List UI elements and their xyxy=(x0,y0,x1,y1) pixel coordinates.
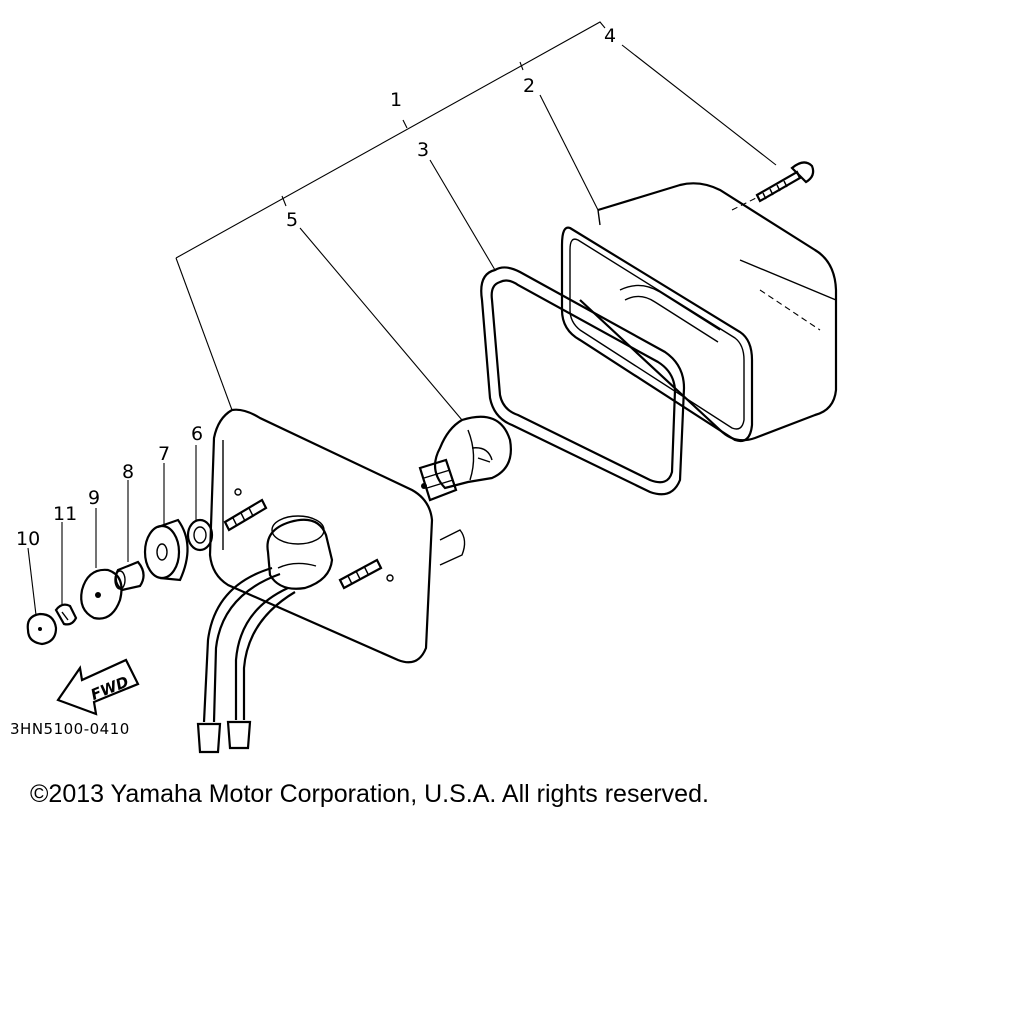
ring-part-6 xyxy=(186,518,214,552)
collar-part-8 xyxy=(114,560,145,592)
cap-nut-part-10 xyxy=(26,612,58,646)
fwd-label: FWD xyxy=(88,673,131,704)
callout-3: 3 xyxy=(417,139,429,161)
callout-6: 6 xyxy=(191,423,203,445)
part-code: 3HN5100-0410 xyxy=(10,720,130,738)
callout-1: 1 xyxy=(390,89,402,111)
grommet-part-7 xyxy=(143,518,189,582)
screw-part-4 xyxy=(731,161,815,211)
callout-2: 2 xyxy=(523,75,535,97)
callout-9: 9 xyxy=(88,487,100,509)
nut-part-11 xyxy=(54,603,78,626)
wire-harness xyxy=(196,566,296,754)
callout-labels: 1 2 3 4 5 6 7 8 9 10 11 xyxy=(16,25,616,550)
callout-4: 4 xyxy=(604,25,616,47)
callout-8: 8 xyxy=(122,461,134,483)
callout-11: 11 xyxy=(53,503,77,525)
callout-5: 5 xyxy=(286,209,298,231)
base-plate-part-1 xyxy=(208,408,466,664)
washer-part-9 xyxy=(80,568,123,620)
copyright-notice: ©2013 Yamaha Motor Corporation, U.S.A. A… xyxy=(30,780,709,808)
diagram-svg: FWD 1 2 3 4 5 6 7 8 9 10 11 3HN5100-0410 xyxy=(10,21,838,754)
leader-lines xyxy=(27,44,777,616)
callout-10: 10 xyxy=(16,528,40,550)
lens-housing xyxy=(560,182,838,443)
forward-arrow-icon: FWD xyxy=(56,658,140,716)
assembly-bracket xyxy=(175,21,606,411)
bulb-part-5 xyxy=(418,415,512,502)
gasket-part-3 xyxy=(480,266,686,496)
callout-7: 7 xyxy=(158,443,170,465)
